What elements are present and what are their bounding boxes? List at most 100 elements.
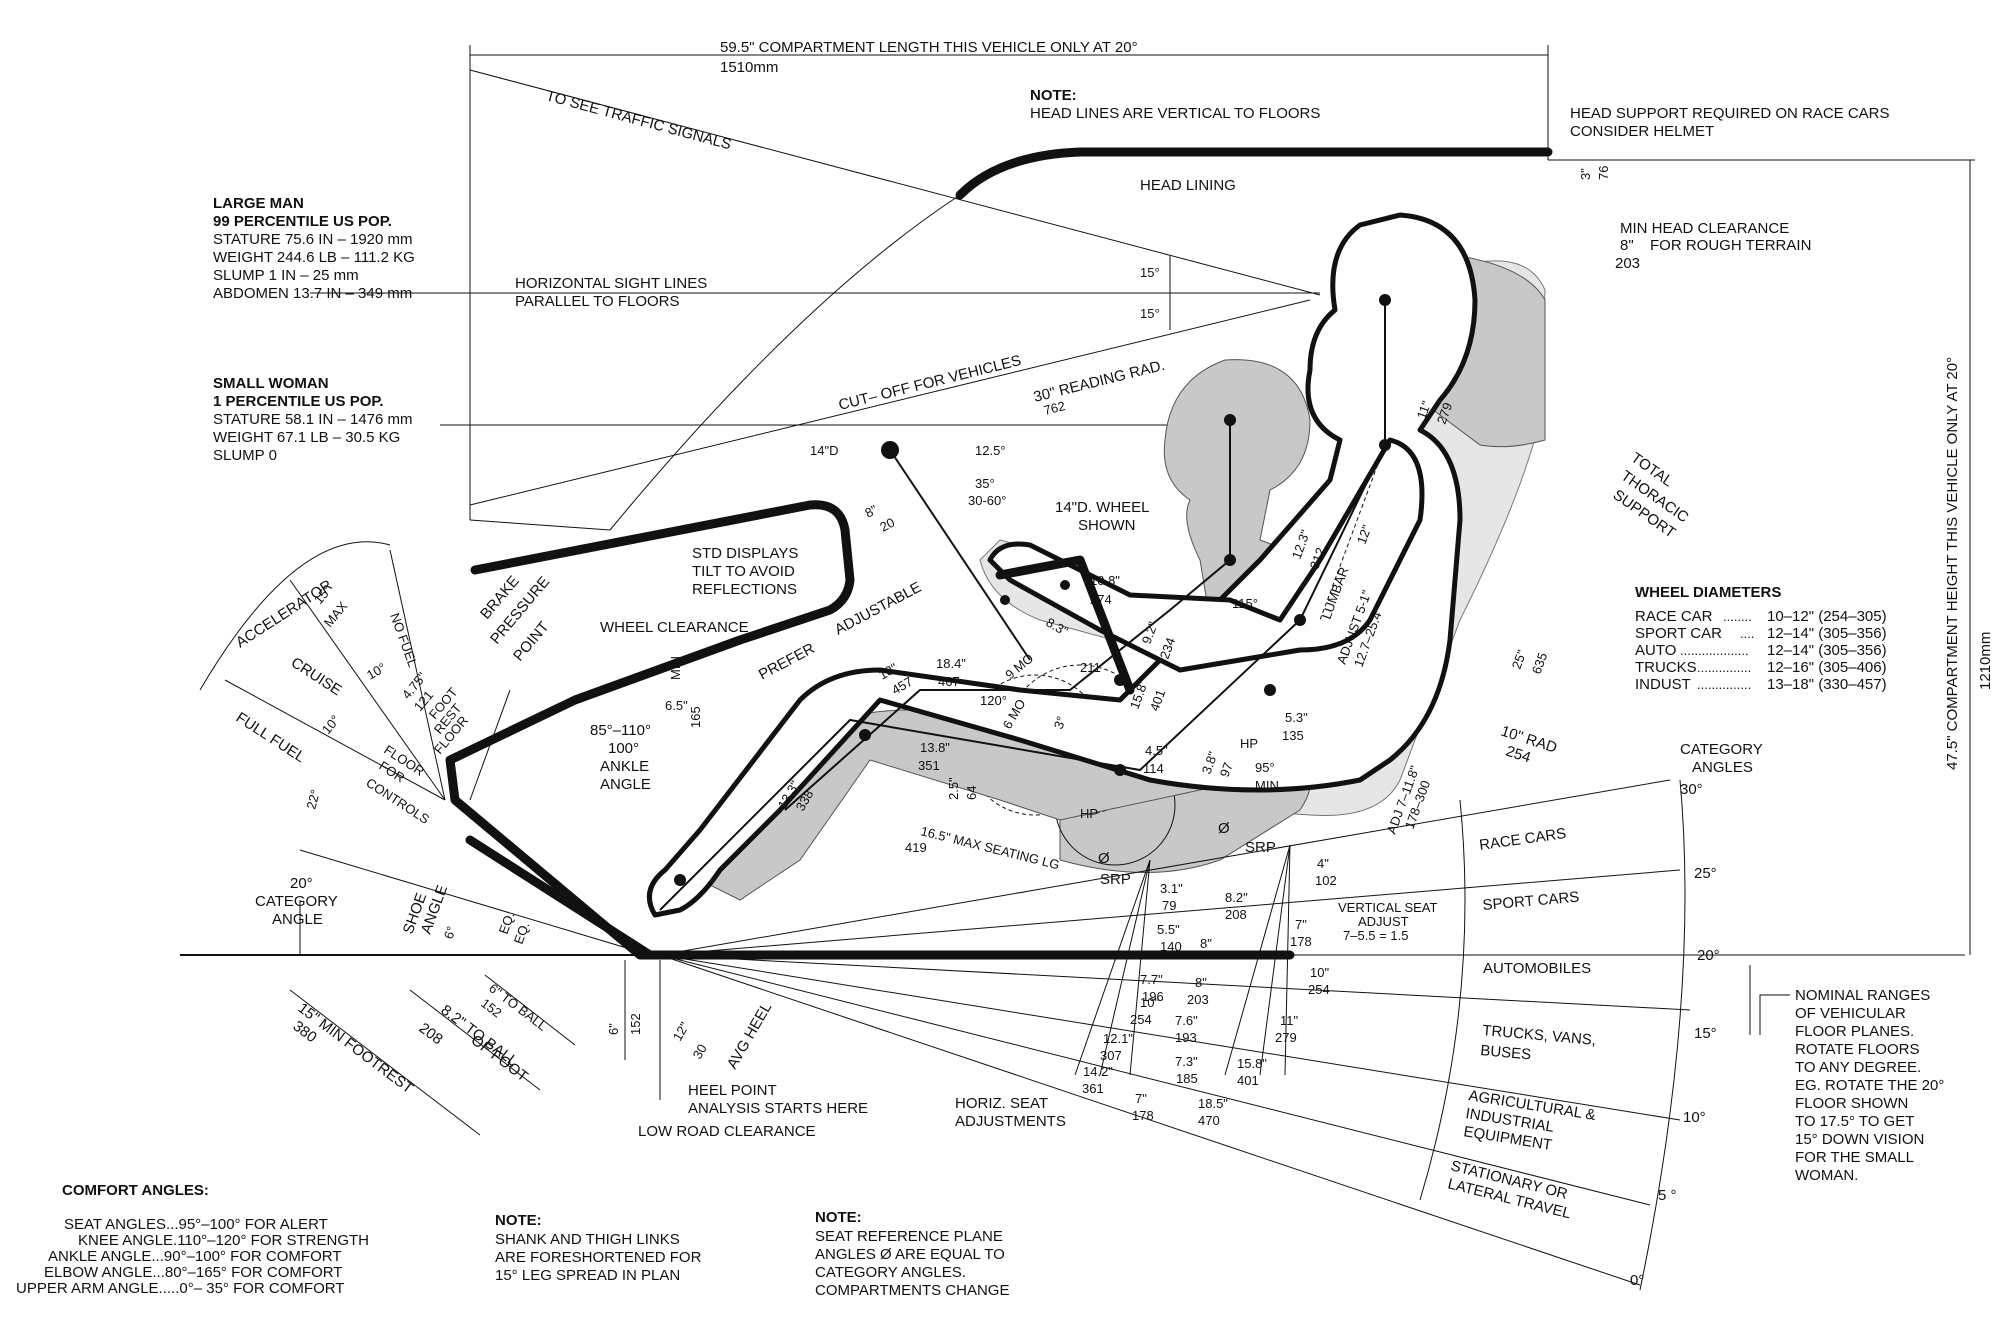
full-fuel-line xyxy=(224,679,446,801)
cat-title-1: CATEGORY xyxy=(1680,741,1763,758)
cat-tick: 10° xyxy=(1683,1109,1706,1126)
inner-arc xyxy=(1419,799,1466,1201)
wd-name: TRUCKS xyxy=(1635,659,1697,676)
dim-279: 279 xyxy=(1434,401,1456,427)
dim-13-8: 13.8" xyxy=(920,740,950,755)
floor-0-line xyxy=(659,954,1641,1286)
dim-18-4: 18.4" xyxy=(936,656,966,671)
cat-tick: 15° xyxy=(1694,1025,1717,1042)
dim-351: 351 xyxy=(918,758,940,773)
adj-a: 14.2" xyxy=(1083,1064,1113,1079)
horiz-seat-1: HORIZ. SEAT xyxy=(955,1095,1048,1112)
dim-9-2: 9.2" xyxy=(1139,619,1161,646)
floor-5-line xyxy=(659,954,1651,1206)
floor-15-line xyxy=(659,954,1691,1011)
large-man-stature: STATURE 75.6 IN – 1920 mm xyxy=(213,231,413,248)
cat-angle-20: 20° xyxy=(290,875,313,892)
std-displays-3: REFLECTIONS xyxy=(692,581,797,598)
woman-link-lines xyxy=(784,420,1231,811)
traffic-sight-line xyxy=(469,69,1321,296)
wheel-20: 20 xyxy=(877,515,897,535)
fan-line xyxy=(1129,859,1151,1076)
nominal-line: TO 17.5° TO GET xyxy=(1795,1113,1914,1130)
wd-name: RACE CAR xyxy=(1635,608,1713,625)
std-displays-1: STD DISPLAYS xyxy=(692,545,798,562)
adj-a: 10" xyxy=(1310,965,1329,980)
wd-val: 10–12" (254–305) xyxy=(1767,608,1887,625)
hp-1: HP xyxy=(1240,736,1258,751)
cat-tick: 30° xyxy=(1680,781,1703,798)
compartment-length-label: 59.5" COMPARTMENT LENGTH THIS VEHICLE ON… xyxy=(720,39,1138,56)
note-seat-line: COMPARTMENTS CHANGE xyxy=(815,1282,1009,1299)
nominal-line: ROTATE FLOORS xyxy=(1795,1041,1919,1058)
note-title: NOTE: xyxy=(1030,87,1077,104)
adj-b: 203 xyxy=(1187,992,1209,1007)
fan-line xyxy=(1099,859,1151,1076)
angle-22: 22° xyxy=(303,788,323,811)
angle-15b: 15° xyxy=(1140,306,1160,321)
heel-point-2: ANALYSIS STARTS HERE xyxy=(688,1100,868,1117)
comfort-line: ANKLE ANGLE...90°–100° FOR COMFORT xyxy=(48,1248,341,1265)
note-seat-line: CATEGORY ANGLES. xyxy=(815,1264,966,1281)
knee-joint xyxy=(859,729,871,741)
cutoff-label: CUT– OFF FOR VEHICLES xyxy=(837,352,1023,414)
note-shank: NOTE: SHANK AND THIGH LINKS ARE FORESHOR… xyxy=(495,1212,702,1284)
cat-tick: 20° xyxy=(1697,947,1720,964)
wheel-14d: 14"D xyxy=(810,443,838,458)
reading-rad-label: 30" READING RAD. xyxy=(1032,357,1167,406)
adj-b: 196 xyxy=(1142,989,1164,1004)
cruise-label: CRUISE xyxy=(288,654,345,699)
shoe-6: 6° xyxy=(441,924,459,941)
note-seat-title: NOTE: xyxy=(815,1209,862,1226)
man-shoulder-joint xyxy=(1379,439,1391,451)
cat-angle-2: ANGLE xyxy=(272,911,323,928)
nominal-ranges-note: NOMINAL RANGES OF VEHICULAR FLOOR PLANES… xyxy=(1795,987,1944,1184)
adj-a: 8" xyxy=(1200,936,1212,951)
dim-64: 64 xyxy=(964,786,979,800)
clear-6: 6" xyxy=(606,1023,621,1035)
band-auto: AUTOMOBILES xyxy=(1483,960,1591,977)
angle-35: 35° xyxy=(975,476,995,491)
small-woman-title2: 1 PERCENTILE US POP. xyxy=(213,393,384,410)
dim-401: 401 xyxy=(1147,688,1169,714)
wd-dots: ................... xyxy=(1680,643,1749,658)
note-seat-line: ANGLES Ø ARE EQUAL TO xyxy=(815,1246,1005,1263)
wheel-min: MIN xyxy=(668,656,683,680)
large-man-slump: SLUMP 1 IN – 25 mm xyxy=(213,267,359,284)
fan-line xyxy=(1284,844,1291,1076)
man-silhouette xyxy=(646,212,1478,918)
woman-hip-joint xyxy=(1264,684,1276,696)
ball-208: 208 xyxy=(416,1020,446,1049)
adj-a: 7.3" xyxy=(1175,1054,1198,1069)
horiz-sight-1: HORIZONTAL SIGHT LINES xyxy=(515,275,707,292)
adj-b: 178 xyxy=(1132,1108,1154,1123)
comfort-angles-note: COMFORT ANGLES: SEAT ANGLES...95°–100° F… xyxy=(16,1182,369,1297)
cruise-line xyxy=(289,579,446,801)
large-man-title2: 99 PERCENTILE US POP. xyxy=(213,213,392,230)
dim-11: 11" xyxy=(1414,399,1434,422)
adj-b: 140 xyxy=(1160,939,1182,954)
cat-title-2: ANGLES xyxy=(1692,759,1753,776)
prefer-label: PREFER xyxy=(756,640,818,684)
low-road-label: LOW ROAD CLEARANCE xyxy=(638,1123,816,1140)
man-hip-joint xyxy=(1294,614,1306,626)
adj-b: 185 xyxy=(1176,1071,1198,1086)
adj-b: 208 xyxy=(1225,907,1247,922)
comfort-title: COMFORT ANGLES: xyxy=(62,1182,209,1199)
adj-a: 12.1" xyxy=(1103,1031,1133,1046)
comfort-line: ELBOW ANGLE...80°–165° FOR COMFORT xyxy=(44,1264,342,1281)
dim-5-3: 5.3" xyxy=(1285,710,1308,725)
hood-line xyxy=(469,519,611,531)
compartment-height-mm: 1210mm xyxy=(1977,632,1994,690)
fan-line xyxy=(1259,844,1291,1076)
clear-152: 152 xyxy=(628,1013,643,1035)
min-head-8: 8" xyxy=(1620,237,1634,254)
head-lining-label: HEAD LINING xyxy=(1140,177,1236,194)
dim-4-5: 4.5" xyxy=(1145,743,1168,758)
fan-line xyxy=(1074,859,1151,1076)
compartment-length-mm: 1510mm xyxy=(720,59,778,76)
vertical-seat-2: ADJUST xyxy=(1358,914,1409,929)
adj-a: 10" xyxy=(1140,995,1159,1010)
nominal-line: NOMINAL RANGES xyxy=(1795,987,1930,1004)
